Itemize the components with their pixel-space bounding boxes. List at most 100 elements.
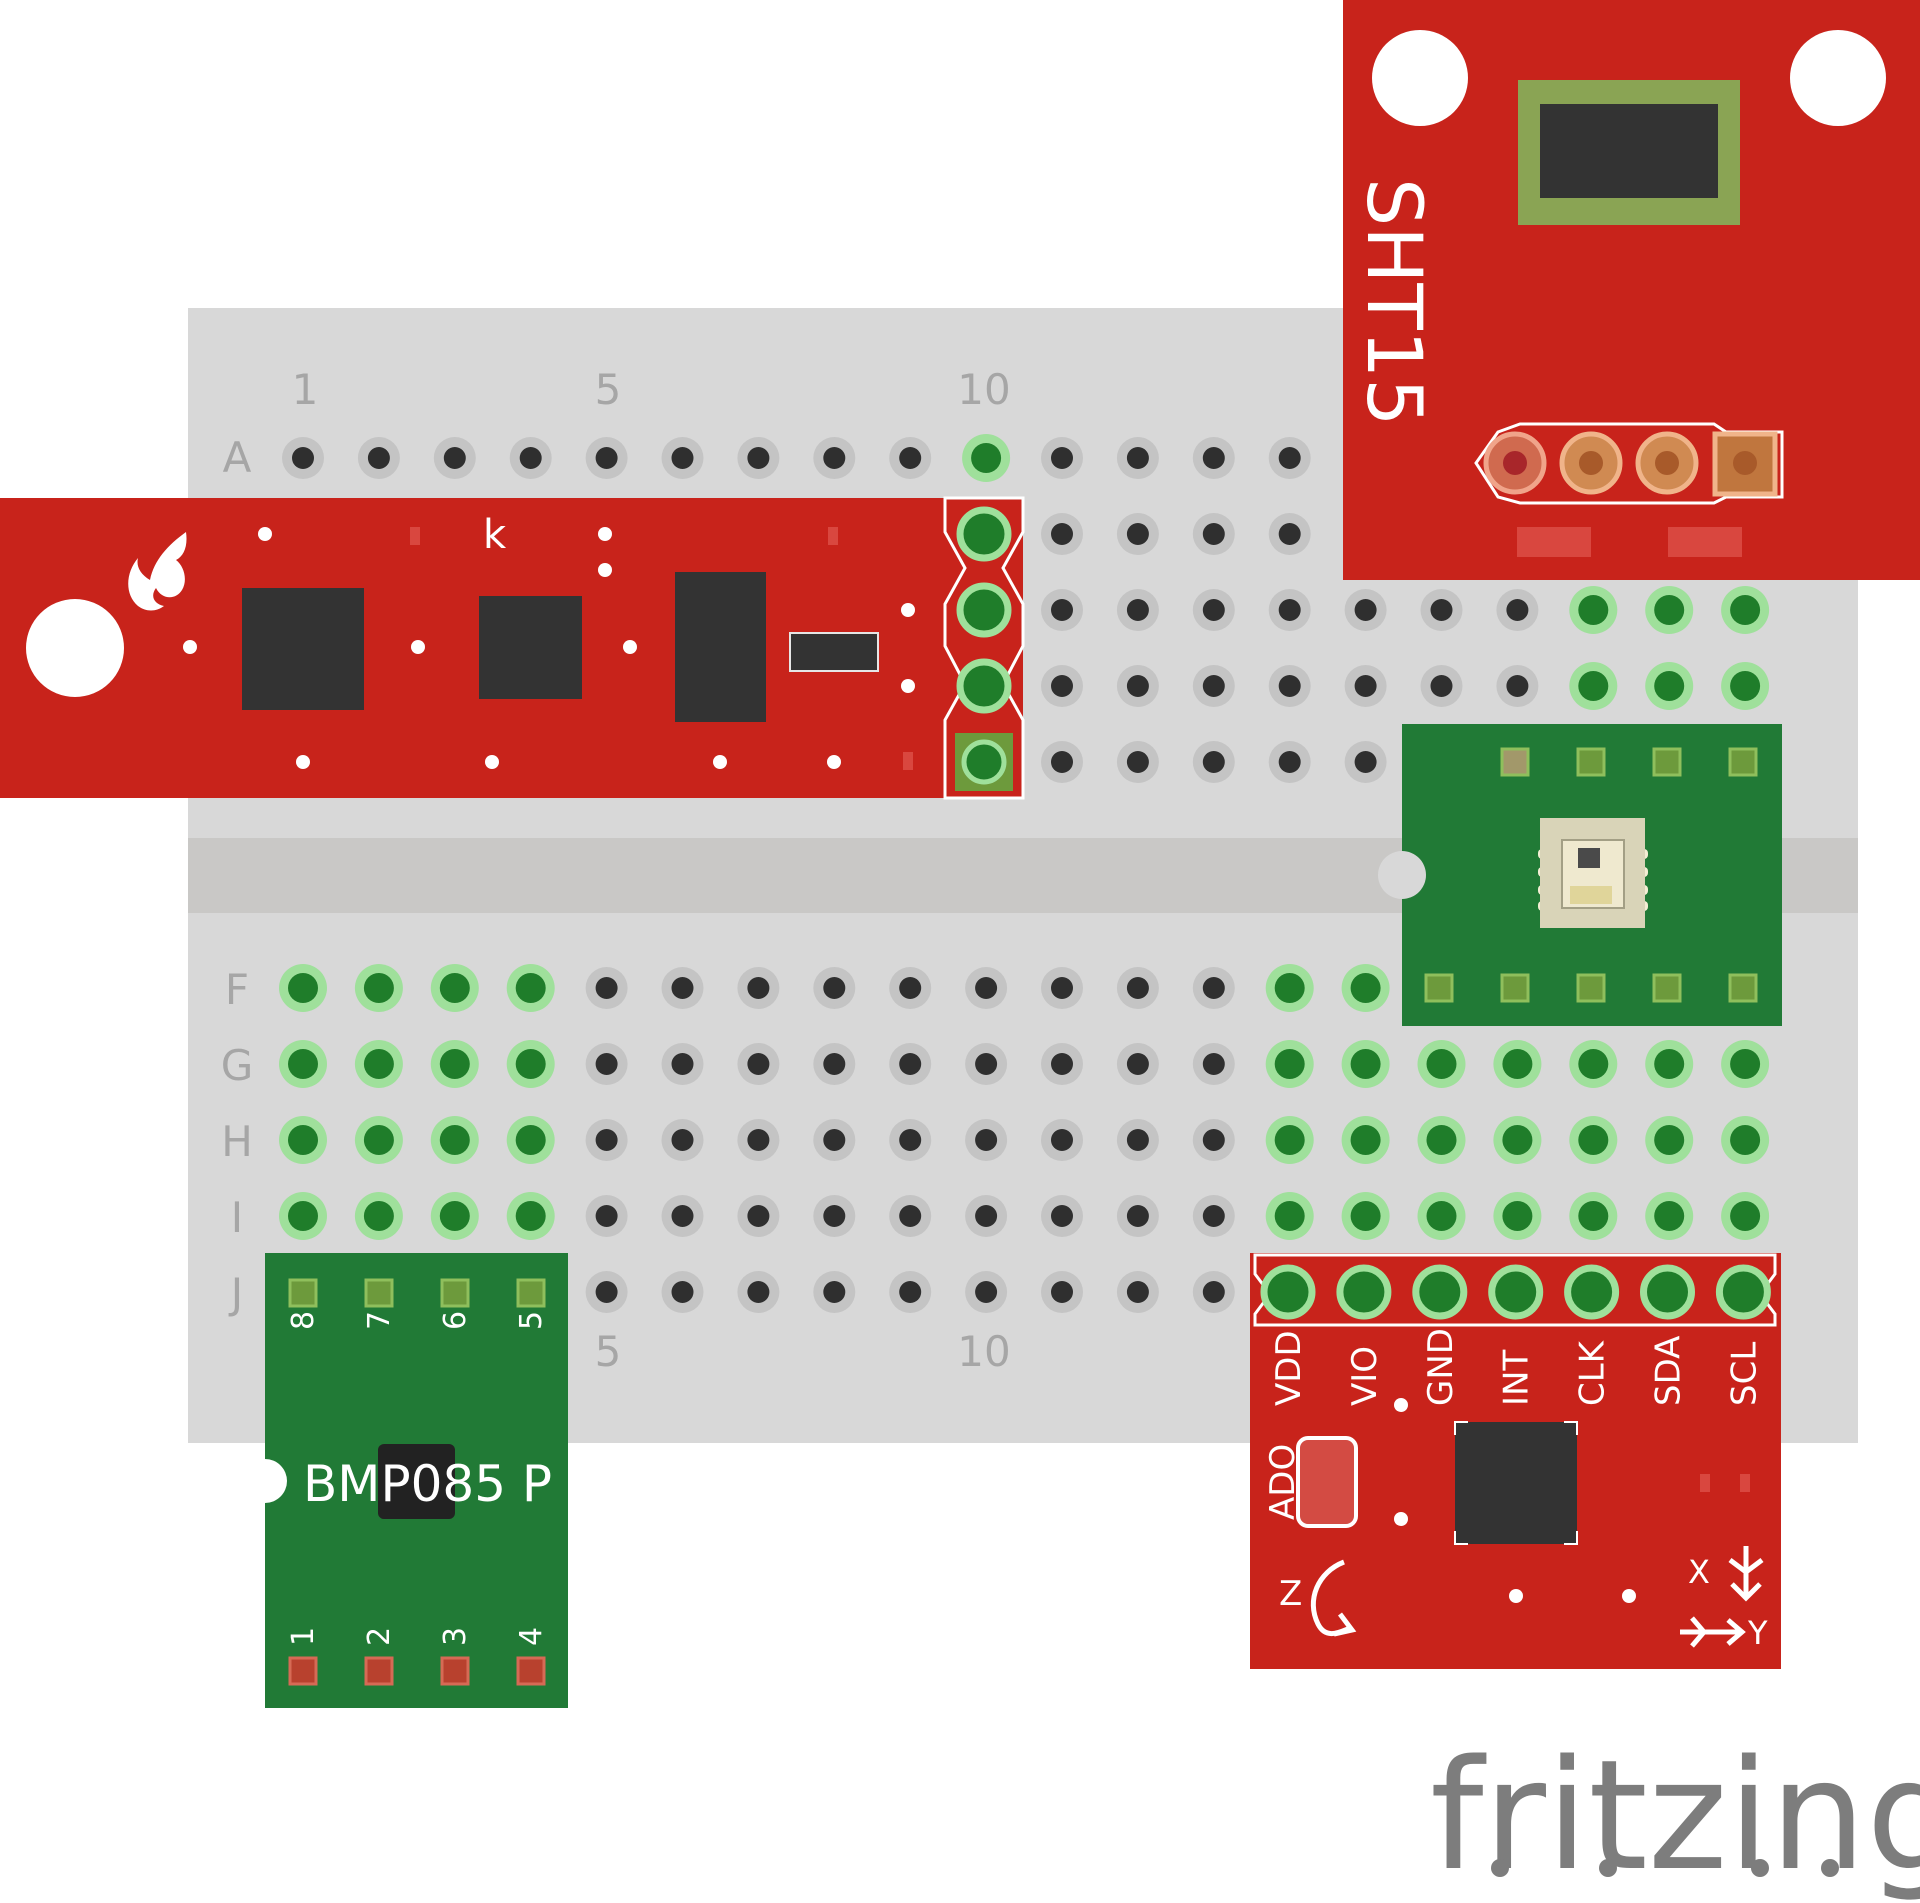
- pin-hole: [1579, 451, 1603, 475]
- ic-chip: [675, 572, 766, 722]
- row-letter-f: F: [225, 965, 249, 1014]
- hole-center: [1578, 1201, 1609, 1231]
- hole-center: [975, 977, 998, 999]
- hole-center: [515, 1049, 546, 1079]
- accel-pin[interactable]: [1412, 1264, 1468, 1320]
- bmp085-pin-number: 8: [286, 1311, 321, 1330]
- red-board-pin[interactable]: [956, 506, 1012, 562]
- hole-center: [671, 1129, 694, 1151]
- smd-component: [789, 632, 879, 672]
- row-letter-j: J: [228, 1269, 243, 1318]
- red-breakout-board[interactable]: k: [0, 496, 1025, 800]
- accel-pin[interactable]: [1715, 1264, 1771, 1320]
- bmp085-pad: [440, 1278, 470, 1308]
- hole-center: [1051, 977, 1073, 999]
- mounting-hole: [1790, 30, 1886, 126]
- column-number-top-10: 10: [957, 365, 1010, 414]
- via-dot: [1394, 1512, 1408, 1526]
- hole-center: [899, 1281, 922, 1303]
- hole-center: [1426, 1125, 1457, 1155]
- hole-center: [823, 1281, 846, 1303]
- via-dot: [827, 755, 841, 769]
- hole-center: [1202, 1281, 1225, 1303]
- via-dot: [598, 563, 612, 577]
- hole-center: [1051, 751, 1073, 773]
- bmp085-pin-number: 1: [286, 1627, 321, 1646]
- hole-center: [1051, 1129, 1073, 1151]
- sensor-pad: [1576, 973, 1606, 1003]
- chip-marker: [1454, 1421, 1578, 1545]
- green-humidity-sensor[interactable]: [1378, 724, 1782, 1026]
- hole-center: [363, 1049, 394, 1079]
- logo-dot: [1599, 1859, 1617, 1877]
- sensor-pad: [1500, 973, 1530, 1003]
- hole-center: [971, 443, 1002, 473]
- via-dot: [183, 640, 197, 654]
- y-axis-arrow-icon: [1680, 1616, 1746, 1648]
- accel-pin[interactable]: [1640, 1264, 1695, 1320]
- hole-center: [1051, 1053, 1073, 1075]
- hole-center: [1126, 977, 1149, 999]
- bmp085-pin-number: 3: [438, 1627, 473, 1646]
- hole-center: [823, 447, 846, 469]
- hole-center: [671, 1053, 694, 1075]
- sht15-label: SHT15: [1350, 178, 1439, 427]
- hole-center: [1126, 1281, 1149, 1303]
- red-board-pin[interactable]: [956, 658, 1012, 714]
- hole-center: [1202, 751, 1225, 773]
- sensor-pad-inner: [1570, 886, 1612, 904]
- column-number-top-1: 1: [292, 365, 319, 414]
- hole-center: [1278, 447, 1301, 469]
- hole-center: [1430, 599, 1453, 621]
- hole-center: [1051, 523, 1073, 545]
- sensor-pad: [1424, 973, 1454, 1003]
- hole-center: [975, 1129, 998, 1151]
- accel-chip: [1455, 1422, 1577, 1544]
- smd-pad: [1700, 1474, 1710, 1492]
- logo-dot: [1491, 1859, 1509, 1877]
- hole-center: [363, 973, 394, 1003]
- accel-pin[interactable]: [1488, 1264, 1544, 1320]
- hole-center: [1506, 675, 1529, 697]
- hole-center: [1578, 1125, 1609, 1155]
- sht15-header: [1474, 422, 1784, 505]
- via-dot: [1394, 1398, 1408, 1412]
- logo-dot: [1751, 1859, 1769, 1877]
- sht15-module[interactable]: SHT15: [1343, 0, 1920, 580]
- hole-center: [1354, 599, 1377, 621]
- hole-center: [1274, 1201, 1305, 1231]
- mounting-hole: [1372, 30, 1468, 126]
- hole-center: [1730, 595, 1761, 625]
- bmp085-pad: [364, 1656, 394, 1686]
- bmp085-pad: [288, 1656, 318, 1686]
- accel-pin-label: SCL: [1724, 1342, 1764, 1406]
- hole-center: [1126, 599, 1149, 621]
- bmp085-pin-number: 2: [362, 1627, 397, 1646]
- accel-pin-label: INT: [1497, 1350, 1537, 1406]
- hole-center: [1051, 1205, 1073, 1227]
- hole-center: [1126, 523, 1149, 545]
- red-board-pin[interactable]: [956, 582, 1012, 638]
- accel-pin[interactable]: [1260, 1264, 1316, 1320]
- z-rotation-icon: [1310, 1559, 1357, 1637]
- hole-center: [1350, 973, 1381, 1003]
- hole-center: [1202, 1129, 1225, 1151]
- hole-center: [1654, 1125, 1685, 1155]
- sensor-pad: [1500, 747, 1530, 777]
- accel-pin[interactable]: [1564, 1264, 1620, 1320]
- sensor-pad: [1652, 973, 1682, 1003]
- hole-center: [288, 1049, 318, 1079]
- accel-pin[interactable]: [1336, 1264, 1392, 1320]
- hole-center: [671, 1205, 694, 1227]
- hole-center: [1202, 1053, 1225, 1075]
- red-board-header: [943, 496, 1025, 800]
- bmp085-chip: [378, 1444, 455, 1519]
- hole-center: [823, 1053, 846, 1075]
- ado-jumper[interactable]: [1296, 1436, 1358, 1528]
- via-dot: [901, 679, 915, 693]
- hole-center: [1126, 1129, 1149, 1151]
- row-letter-a: A: [223, 433, 252, 482]
